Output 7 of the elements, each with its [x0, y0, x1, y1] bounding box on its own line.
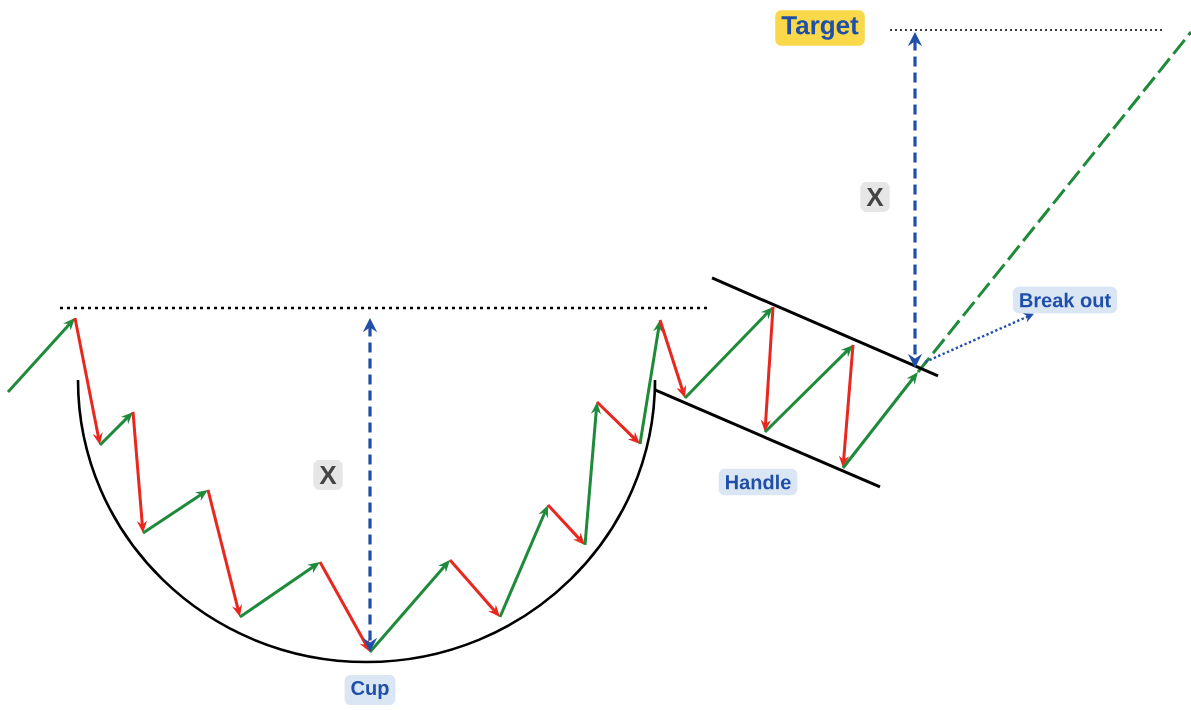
cup-label: Cup	[344, 674, 396, 706]
measure-label: X	[313, 460, 343, 490]
leader-arrow	[924, 313, 1034, 364]
handle-label: Handle	[718, 468, 798, 496]
target-label: Target	[775, 10, 865, 46]
breakout-label: Break out	[1012, 286, 1118, 314]
measure-label: X	[860, 182, 890, 212]
